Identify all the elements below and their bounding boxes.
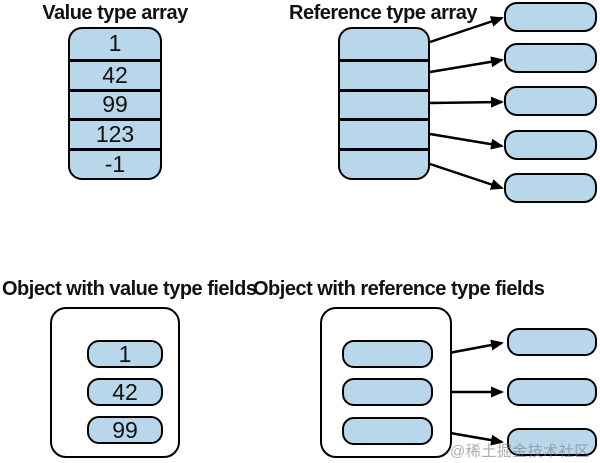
value-object-field: 42 (87, 378, 163, 406)
value-array-title: Value type array (42, 2, 188, 24)
heap-object-pill (504, 2, 597, 32)
heap-object-pill (507, 378, 597, 406)
reference-object-title: Object with reference type fields (253, 278, 545, 300)
value-array-cell: 99 (70, 88, 160, 119)
reference-array-title: Reference type array (289, 2, 477, 24)
value-object-title: Object with value type fields (2, 278, 257, 300)
heap-object-pill (507, 328, 597, 356)
value-array-cell: 123 (70, 118, 160, 148)
reference-object-field (342, 417, 433, 445)
reference-array-cell (340, 148, 428, 178)
value-object-field: 99 (87, 416, 163, 444)
reference-array-cell (340, 88, 428, 119)
reference-object-field (342, 340, 433, 368)
value-array-cell: 42 (70, 58, 160, 89)
watermark: @稀土掘金技术社区 (450, 443, 590, 460)
heap-object-pill (504, 173, 597, 203)
reference-object-field (342, 378, 433, 406)
reference-array-cell (340, 29, 428, 59)
arrow-array-slot-5 (429, 162, 504, 190)
heap-object-pill (504, 43, 597, 73)
reference-array-cell (340, 118, 428, 148)
value-array-cell: -1 (70, 148, 160, 178)
value-object-field: 1 (87, 340, 163, 368)
arrow-array-slot-2 (429, 56, 504, 74)
reference-array-cell (340, 58, 428, 89)
value-array-cell: 1 (108, 30, 122, 57)
heap-object-pill (504, 130, 597, 160)
arrow-array-slot-4 (429, 132, 504, 150)
value-array-box: 1 42 99 123 -1 (68, 27, 162, 180)
arrow-array-slot-3 (429, 96, 504, 108)
heap-object-pill (504, 86, 597, 116)
reference-array-box (338, 27, 430, 180)
heap-object-pill (507, 428, 597, 456)
